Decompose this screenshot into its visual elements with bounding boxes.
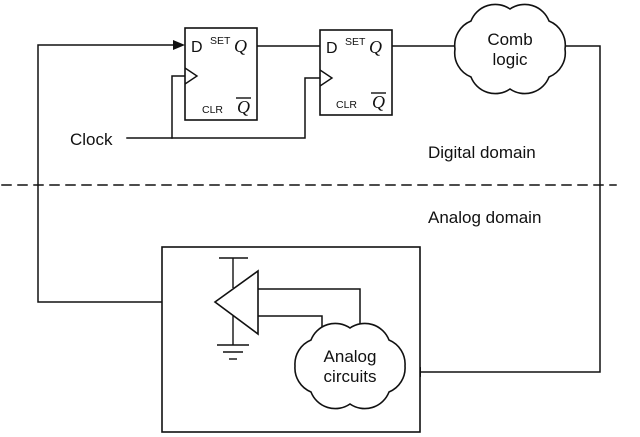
analog-cloud-label-line2: circuits (324, 367, 377, 386)
comb-cloud-label-line2: logic (493, 50, 528, 69)
amplifier-triangle-icon (213, 269, 259, 336)
comb-cloud-label-line1: Comb (487, 30, 532, 49)
buffer-input-wire-1 (257, 288, 361, 334)
flip-flop-1-d-label: D (191, 39, 203, 56)
arrowhead-ff1-input-icon (173, 40, 185, 50)
analog-domain-label: Analog domain (428, 208, 541, 227)
ground-icon (217, 316, 249, 360)
flip-flop-1-q-label: Q (234, 36, 247, 56)
feedback-wire (37, 44, 216, 303)
flip-flop-1-set-label: SET (210, 35, 231, 47)
analog-block: Analog circuits (161, 246, 421, 433)
flip-flop-1-clr-label: CLR (202, 104, 223, 116)
comb-to-analog-wire (419, 45, 601, 373)
flip-flop-2-clr-label: CLR (336, 99, 357, 111)
flip-flop-2-qbar-label: Q (372, 92, 385, 112)
supply-tee-icon (219, 257, 248, 288)
digital-domain-label: Digital domain (428, 143, 536, 162)
flip-flop-1-clock-triangle-icon (184, 67, 199, 85)
wires (37, 40, 601, 377)
flip-flop-2-clock-triangle-icon (319, 69, 334, 87)
clock-wire-branch (171, 75, 186, 139)
clock-wire-main (126, 77, 321, 139)
flip-flop-2-set-label: SET (345, 36, 366, 48)
analog-cloud-outline (294, 322, 406, 410)
d-flip-flop-2: D SET Q CLR Q (319, 29, 393, 116)
flip-flop-1-body (184, 27, 258, 121)
comb-logic-cloud: Comb logic (453, 3, 567, 95)
analog-cloud-label-line1: Analog (324, 347, 377, 366)
clock-label: Clock (70, 130, 113, 149)
comb-cloud-outline (453, 3, 567, 95)
flip-flop-2-d-label: D (326, 40, 338, 57)
flip-flop-2-body (319, 29, 393, 116)
flip-flop-1-qbar-label: Q (237, 97, 250, 117)
flip-flop-2-q-label: Q (369, 37, 382, 57)
d-flip-flop-1: D SET Q CLR Q (184, 27, 258, 121)
